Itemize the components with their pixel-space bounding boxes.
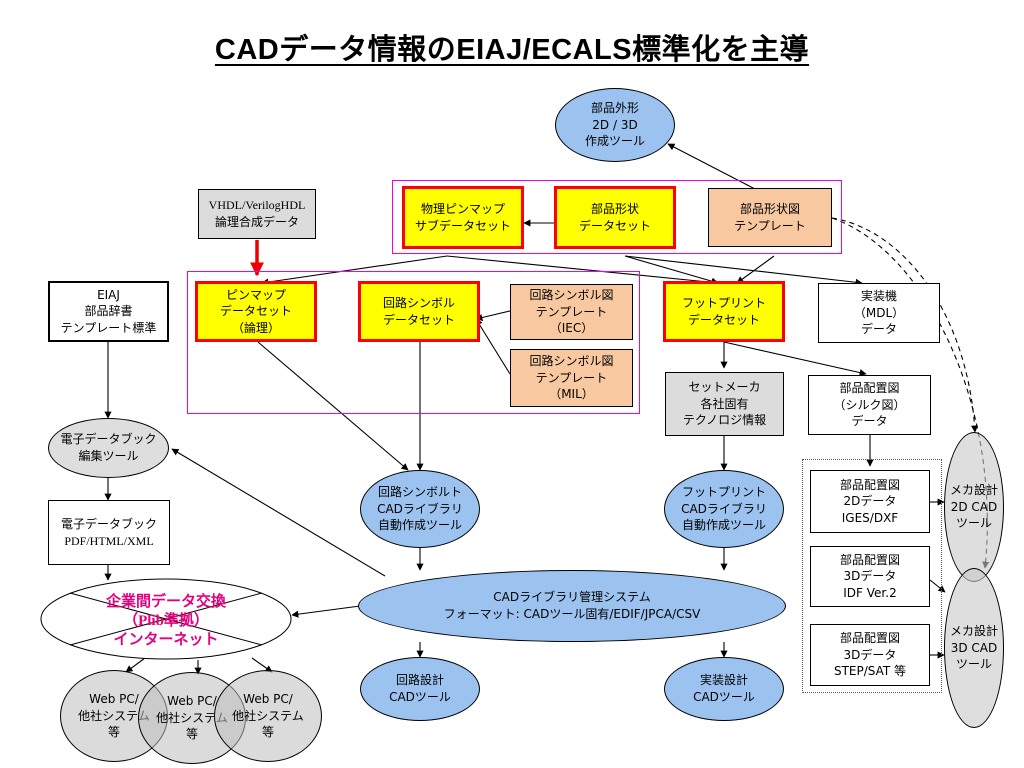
cad-lib-mgmt-node: CADライブラリ管理システム フォーマット: CADツール固有/EDIF/JPC… (358, 570, 786, 642)
web-pc-node-3: Web PC/ 他社システム 等 (214, 670, 322, 762)
mount-cad-node: 実装設計 CADツール (664, 657, 784, 721)
placement-3d-idf-node: 部品配置図 3Dデータ IDF Ver.2 (810, 546, 930, 607)
placement-3d-step-node: 部品配置図 3Dデータ STEP/SAT 等 (810, 624, 930, 686)
eiaj-dict-node: EIAJ 部品辞書 テンプレート標準 (48, 281, 169, 342)
placement-group-frame (802, 459, 942, 693)
circuit-cad-node: 回路設計 CADツール (360, 657, 480, 721)
symbol-cad-tool-node: 回路シンボルト CADライブラリ 自動作成ツール (360, 470, 480, 548)
edge (125, 657, 146, 673)
set-maker-node: セットメーカ 各社固有 テクノロジ情報 (665, 372, 784, 436)
edge (624, 255, 863, 286)
edge (261, 255, 448, 286)
symbol-group-frame (187, 271, 640, 414)
edge (624, 255, 719, 285)
page-title: CADデータ情報のEIAJ/ECALS標準化を主導 (214, 34, 810, 66)
symbol-dataset-node: 回路シンボル データセット (358, 281, 480, 342)
symbol-template-iec-node: 回路シンボル図 テンプレート （IEC） (510, 284, 633, 340)
symbol-template-mil-node: 回路シンボル図 テンプレート （MIL） (510, 349, 633, 407)
placement-silk-node: 部品配置図 （シルク図） データ (808, 375, 931, 435)
shape-group-frame (392, 180, 842, 254)
footprint-dataset-node: フットプリント データセット (663, 281, 785, 342)
shape-dataset-node: 部品形状 データセット (554, 186, 676, 249)
footprint-cad-tool-node: フットプリント CADライブラリ 自動作成ツール (664, 470, 784, 548)
edge (736, 255, 775, 284)
exchange-ellipse (40, 578, 292, 660)
placement-2d-node: 部品配置図 2Dデータ IGES/DXF (810, 470, 930, 533)
ebook-node: 電子データブック PDF/HTML/XML (48, 500, 170, 565)
shape-tool-node: 部品外形 2D / 3D 作成ツール (555, 88, 675, 162)
edge (929, 579, 946, 593)
exchange-label: 企業間データ交換 （Plib準拠） インターネット (105, 594, 226, 649)
edge (171, 448, 386, 577)
mounter-data-node: 実装機 （MDL） データ (818, 283, 940, 343)
mech-2d-cad-node: メカ設計 2D CAD ツール (944, 432, 1004, 582)
edge (291, 605, 361, 618)
pinmap-logic-node: ピンマップ データセット （論理） (195, 281, 317, 342)
edge (257, 341, 409, 471)
edge (475, 310, 511, 322)
ebook-tool-node: 電子データブック 編集ツール (48, 418, 169, 478)
edge (446, 255, 719, 286)
edge (667, 143, 756, 190)
shape-template-node: 部品形状図 テンプレート (708, 188, 832, 247)
edge (251, 657, 273, 673)
phys-pinmap-node: 物理ピンマップ サブデータセット (402, 186, 524, 249)
mech-3d-cad-node: メカ設計 3D CAD ツール (944, 568, 1004, 728)
vhdl-node: VHDL/VerilogHDL 論理合成データ (198, 189, 316, 239)
edge (475, 318, 511, 375)
edge (723, 341, 867, 377)
